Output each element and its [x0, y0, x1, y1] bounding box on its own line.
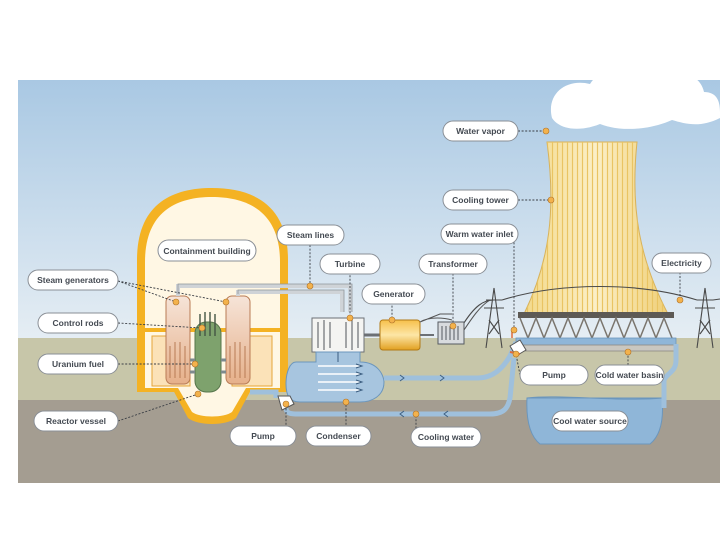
callout-dots — [172, 127, 684, 418]
label-turbine: Turbine — [319, 253, 381, 275]
label-water-vapor-text: Water vapor — [456, 126, 506, 136]
label-generator-text: Generator — [373, 289, 414, 299]
label-control-rods: Control rods — [37, 312, 119, 334]
label-turbine-text: Turbine — [335, 259, 366, 269]
label-pump-left: Pump — [229, 425, 297, 447]
label-cool-water-source: Cool water source — [551, 410, 629, 432]
transformer — [437, 299, 491, 345]
turbine — [311, 317, 380, 353]
label-steam-lines: Steam lines — [276, 224, 345, 246]
label-cold-water-basin-text: Cold water basin — [595, 370, 663, 380]
pond-surface — [526, 396, 663, 400]
label-electricity-text: Electricity — [661, 258, 702, 268]
label-uranium-fuel: Uranium fuel — [37, 353, 119, 375]
label-water-vapor: Water vapor — [442, 120, 519, 142]
cloud — [550, 65, 720, 129]
condenser — [285, 351, 385, 403]
label-containment-building-text: Containment building — [163, 246, 250, 256]
label-warm-water-inlet-text: Warm water inlet — [446, 229, 514, 239]
label-steam-lines-text: Steam lines — [287, 230, 335, 240]
label-condenser: Condenser — [305, 425, 372, 447]
label-uranium-fuel-text: Uranium fuel — [52, 359, 104, 369]
cooling-water-pipes — [250, 341, 679, 417]
label-cold-water-basin: Cold water basin — [594, 364, 665, 386]
transmission-towers — [461, 286, 720, 349]
label-cool-water-source-text: Cool water source — [553, 416, 627, 426]
label-cooling-water: Cooling water — [410, 426, 482, 448]
label-reactor-vessel-text: Reactor vessel — [46, 416, 106, 426]
label-pump-left-text: Pump — [251, 431, 275, 441]
label-cooling-tower-text: Cooling tower — [452, 195, 509, 205]
label-transformer-text: Transformer — [428, 259, 478, 269]
label-reactor-vessel: Reactor vessel — [33, 410, 119, 432]
label-containment-building: Containment building — [157, 239, 257, 262]
label-warm-water-inlet: Warm water inlet — [440, 223, 519, 245]
label-electricity: Electricity — [651, 252, 712, 274]
label-transformer: Transformer — [418, 253, 488, 275]
label-cooling-water-text: Cooling water — [418, 432, 475, 442]
label-steam-generators: Steam generators — [27, 269, 119, 291]
label-pump-right: Pump — [519, 364, 589, 386]
label-condenser-text: Condenser — [316, 431, 361, 441]
label-control-rods-text: Control rods — [53, 318, 104, 328]
flow-arrows — [399, 374, 449, 418]
cooling-tower — [513, 141, 679, 352]
label-generator: Generator — [361, 283, 426, 305]
label-pump-right-text: Pump — [542, 370, 566, 380]
label-cooling-tower: Cooling tower — [442, 189, 519, 211]
label-steam-generators-text: Steam generators — [37, 275, 109, 285]
reactor-internals — [165, 295, 251, 393]
generator — [379, 313, 453, 351]
